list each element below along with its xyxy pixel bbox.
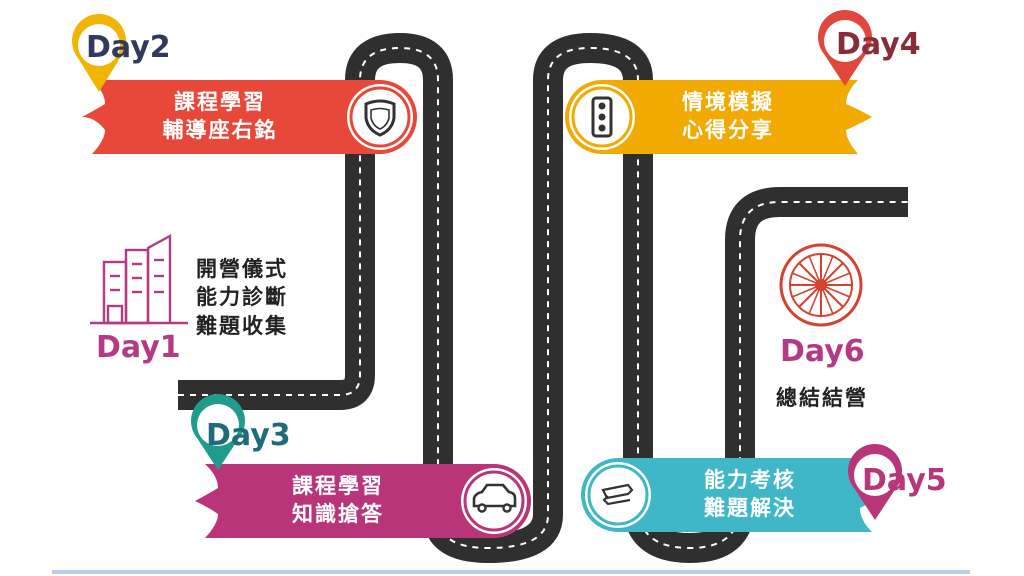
day2-line2: 輔導座右銘 [140,116,300,144]
day4-label: Day4 [836,27,921,62]
day2-line1: 課程學習 [140,88,300,116]
day5-line1: 能力考核 [680,466,820,494]
day4-line1: 情境模擬 [668,88,788,116]
day6-text: 總結結營 [776,384,868,412]
day1-line3: 難題收集 [196,312,288,340]
day2-label: Day2 [86,30,171,65]
day1-line2: 能力診斷 [196,283,288,311]
day5-line2: 難題解決 [680,494,820,522]
day5-label: Day5 [862,463,947,498]
day1-line1: 開營儀式 [196,255,288,283]
building-icon [90,236,188,323]
day3-text: 課程學習 知識搶答 [268,472,408,529]
day3-line2: 知識搶答 [268,500,408,528]
day4-text: 情境模擬 心得分享 [668,88,788,145]
bottom-divider [52,570,970,574]
day6-line1: 總結結營 [776,384,868,412]
day5-text: 能力考核 難題解決 [680,466,820,523]
day6-label: Day6 [780,334,865,369]
day3-label: Day3 [206,418,291,453]
day1-text: 開營儀式 能力診斷 難題收集 [196,255,288,340]
day3-line1: 課程學習 [268,472,408,500]
day4-line2: 心得分享 [668,116,788,144]
day2-text: 課程學習 輔導座右銘 [140,88,300,145]
wheel-icon [781,245,861,325]
day1-label: Day1 [96,330,181,365]
